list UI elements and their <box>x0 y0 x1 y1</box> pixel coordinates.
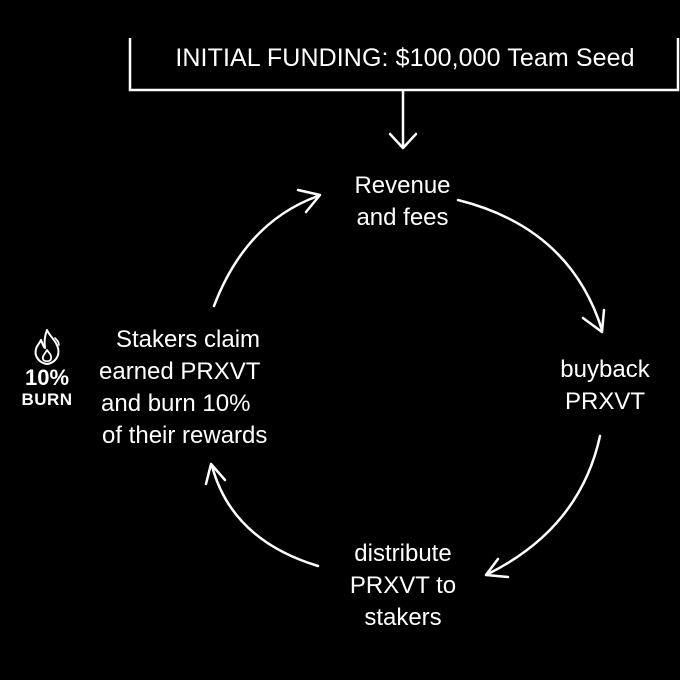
node-line: Stakers claim <box>116 326 261 353</box>
node-line: earned PRXVT <box>99 358 261 385</box>
node-line: stakers <box>364 604 442 631</box>
burn-label: BURN <box>21 390 73 409</box>
down-arrow <box>388 90 418 150</box>
burn-badge: 10% BURN <box>12 328 82 410</box>
flame-icon <box>34 329 60 365</box>
burn-percent: 10% <box>24 365 70 390</box>
node-line: Revenue <box>354 172 451 199</box>
node-distribute: distribute PRXVT to stakers <box>322 538 484 634</box>
arrow-distribute-to-stakers <box>204 462 320 568</box>
node-line: buyback <box>560 356 650 383</box>
node-line: of their rewards <box>102 422 268 449</box>
arrow-revenue-to-buyback <box>456 198 606 334</box>
node-line: PRXVT to <box>349 572 457 599</box>
node-buyback: buyback PRXVT <box>535 354 675 418</box>
node-line: PRXVT <box>564 388 645 415</box>
arrow-buyback-to-distribute <box>484 434 602 579</box>
initial-funding-label: INITIAL FUNDING: $100,000 Team Seed <box>175 44 635 72</box>
node-line: and burn 10% <box>101 390 251 417</box>
arrow-stakers-to-revenue <box>212 188 322 308</box>
node-line: distribute <box>354 540 452 567</box>
node-stakers-claim: Stakers claim earned PRXVT and burn 10% … <box>98 324 318 452</box>
node-line: and fees <box>356 204 449 231</box>
node-revenue-and-fees: Revenue and fees <box>330 170 475 234</box>
